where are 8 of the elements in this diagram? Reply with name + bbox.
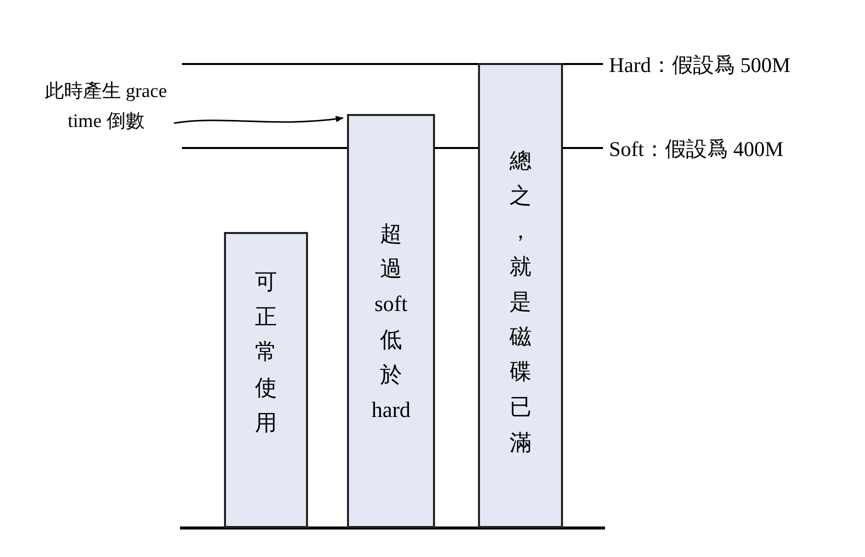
vertical-label: 總之，就是磁碟已滿 xyxy=(510,147,532,456)
bar xyxy=(347,114,435,528)
vertical-label: 超過soft低於hard xyxy=(371,220,411,424)
curved-arrow xyxy=(174,116,344,124)
bar xyxy=(224,232,308,528)
bar xyxy=(478,63,563,528)
vertical-label: 可正常使用 xyxy=(255,268,277,437)
annotation-text: 此時產生 grace time 倒數 xyxy=(44,80,168,134)
